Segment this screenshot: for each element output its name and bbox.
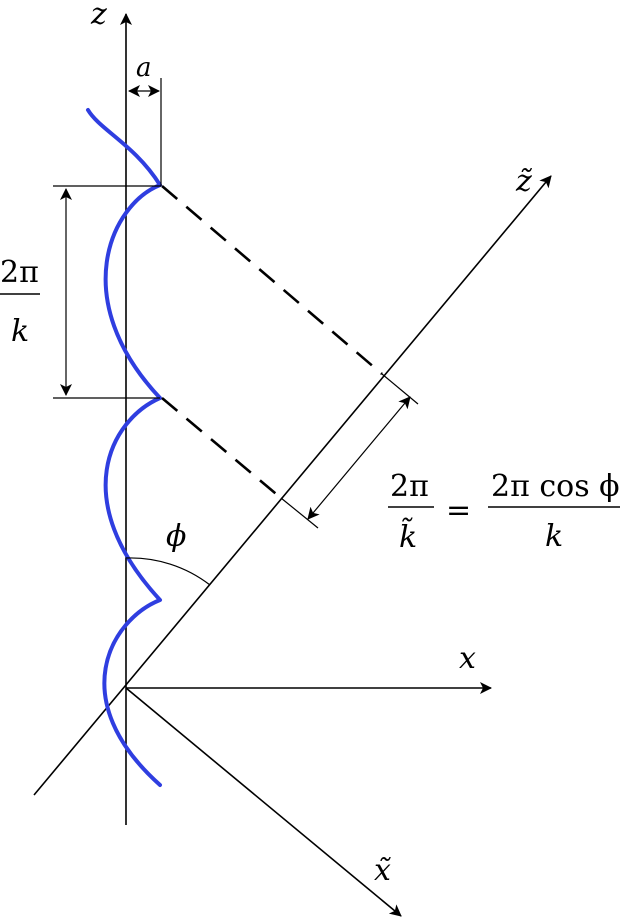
projection-dashed-top [161,185,383,375]
amplitude-label: a [136,53,152,83]
equation-equals: = [446,493,471,528]
equation-rhs-numerator: 2π cos ϕ [491,469,620,504]
projected-tick-bottom [280,497,319,529]
z-tilde-axis-label: z̃ [515,164,533,199]
equation-lhs-denominator: k̃ [399,517,417,555]
projected-tick-top [381,373,419,405]
x-tilde-axis-label: x̃ [374,853,392,888]
z-tilde-axis [33,175,552,796]
phi-angle-arc [125,557,211,586]
equation-lhs-numerator: 2π [390,469,429,504]
x-tilde-axis [125,687,402,917]
z-axis-label: z [90,0,107,32]
x-axis-label: x [459,641,476,676]
period-numerator: 2π [0,255,39,290]
period-denominator: k [11,314,29,349]
projected-period-arrow [307,396,411,520]
phi-label: ϕ [166,519,186,554]
equation-rhs-denominator: k [545,519,563,554]
projection-dashed-bottom [161,397,282,499]
helix-projection-wave [86,108,162,787]
